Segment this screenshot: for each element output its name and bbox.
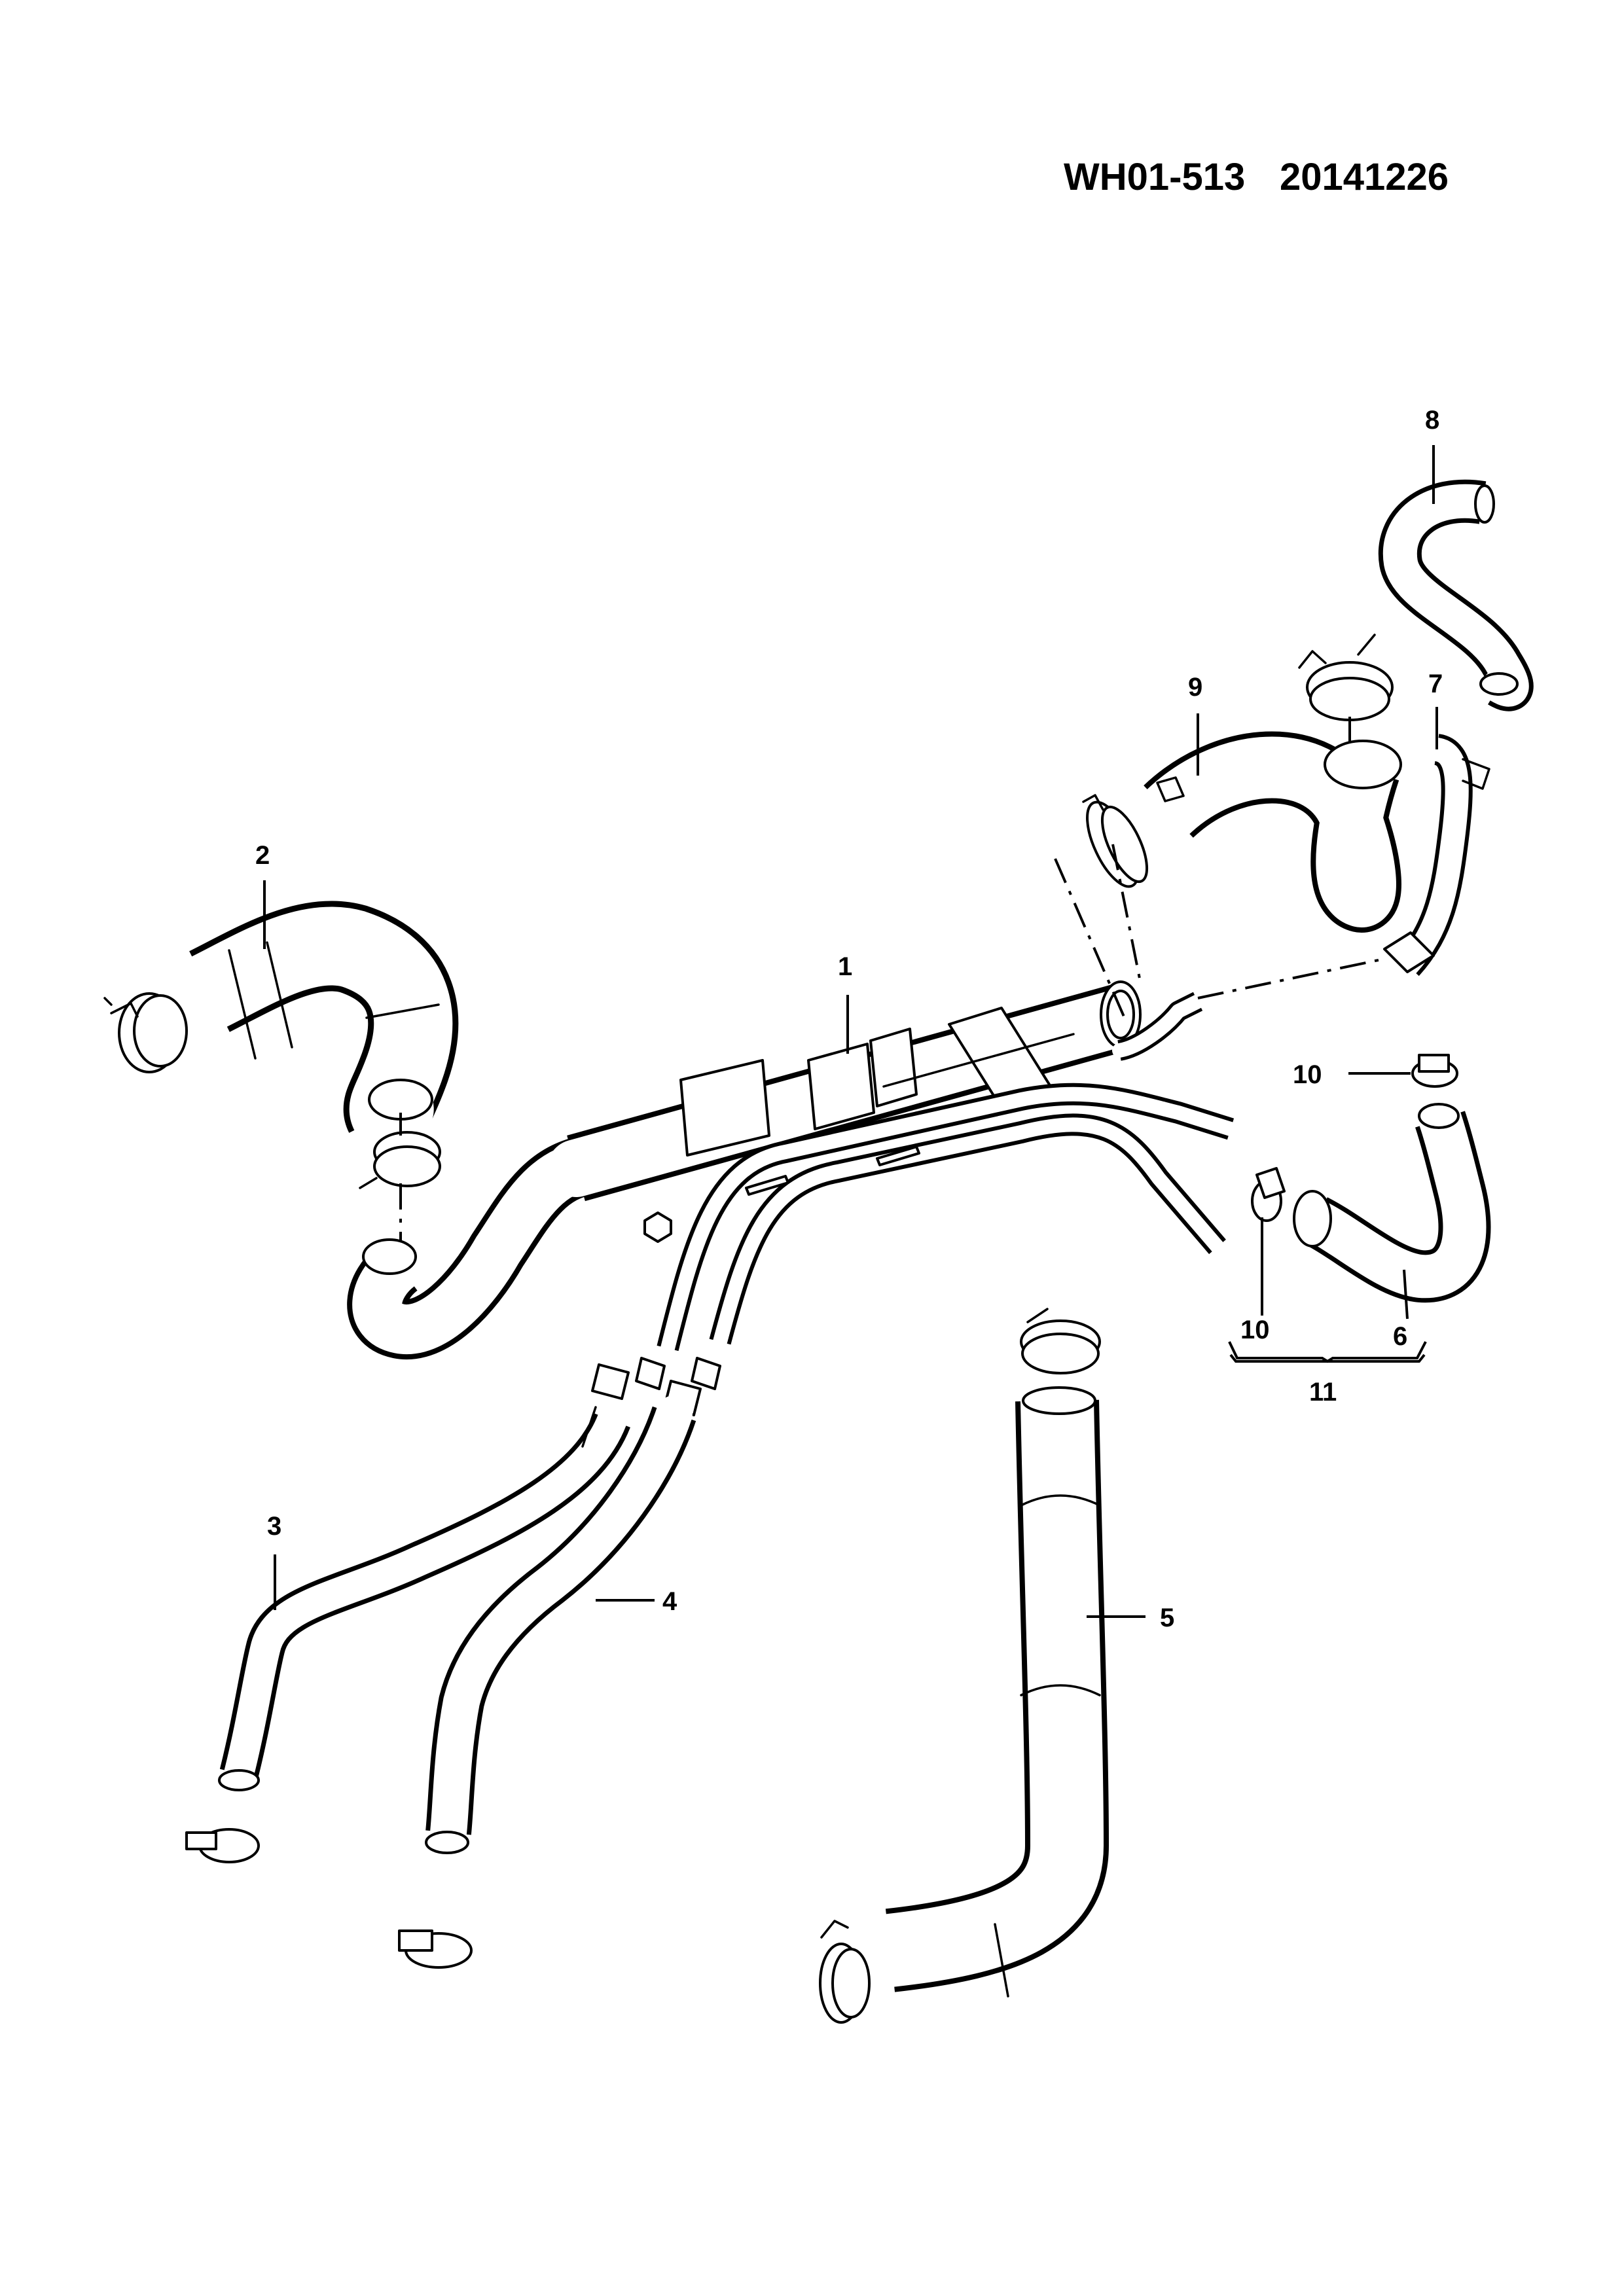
part-10-clamp-upper: [1411, 1054, 1458, 1088]
assembly-line-9-to-1: [1054, 844, 1142, 1022]
callout-8: 8: [1425, 406, 1439, 435]
callout-5: 5: [1160, 1604, 1174, 1632]
clamp-left-upper: [359, 1131, 441, 1189]
part-10-clamp-lower: [1251, 1167, 1286, 1222]
callout-10-lower: 10: [1240, 1316, 1270, 1344]
assembly-line-7-to-1: [1197, 958, 1385, 999]
part-3-pipe: [218, 1405, 630, 1791]
part-2-clamp: [103, 992, 188, 1073]
callout-3: 3: [267, 1512, 281, 1541]
part-5-lower-clamp: [819, 1920, 871, 2024]
part-6-hose: [1293, 1098, 1491, 1303]
callout-10-upper: 10: [1293, 1060, 1322, 1089]
part-4-clamp: [398, 1929, 473, 1969]
reference-code: WH01-513: [1064, 156, 1245, 198]
date-code: 20141226: [1280, 156, 1449, 198]
part-3-clamp: [185, 1828, 260, 1863]
twin-tube-connectors: [591, 1357, 721, 1416]
callout-6: 6: [1393, 1322, 1407, 1351]
leader-lines: [263, 445, 1438, 1618]
part-8-hose: [1378, 479, 1534, 711]
part-2-hose: [170, 901, 459, 1152]
callout-9: 9: [1188, 673, 1202, 702]
callout-7: 7: [1428, 670, 1443, 698]
twin-tubes: [657, 1083, 1238, 1355]
part-9-upper-clamp: [1298, 634, 1394, 721]
part-7-pipe: [1383, 734, 1490, 977]
part-5-hose: [854, 1364, 1109, 1998]
part-4-pipe: [425, 1395, 696, 1854]
callout-4: 4: [662, 1587, 677, 1616]
part-9-hose: [1138, 731, 1402, 933]
callout-11: 11: [1309, 1378, 1337, 1407]
callout-1: 1: [838, 952, 852, 981]
callout-2: 2: [255, 841, 270, 870]
part-5-upper-clamp: [1020, 1308, 1101, 1374]
